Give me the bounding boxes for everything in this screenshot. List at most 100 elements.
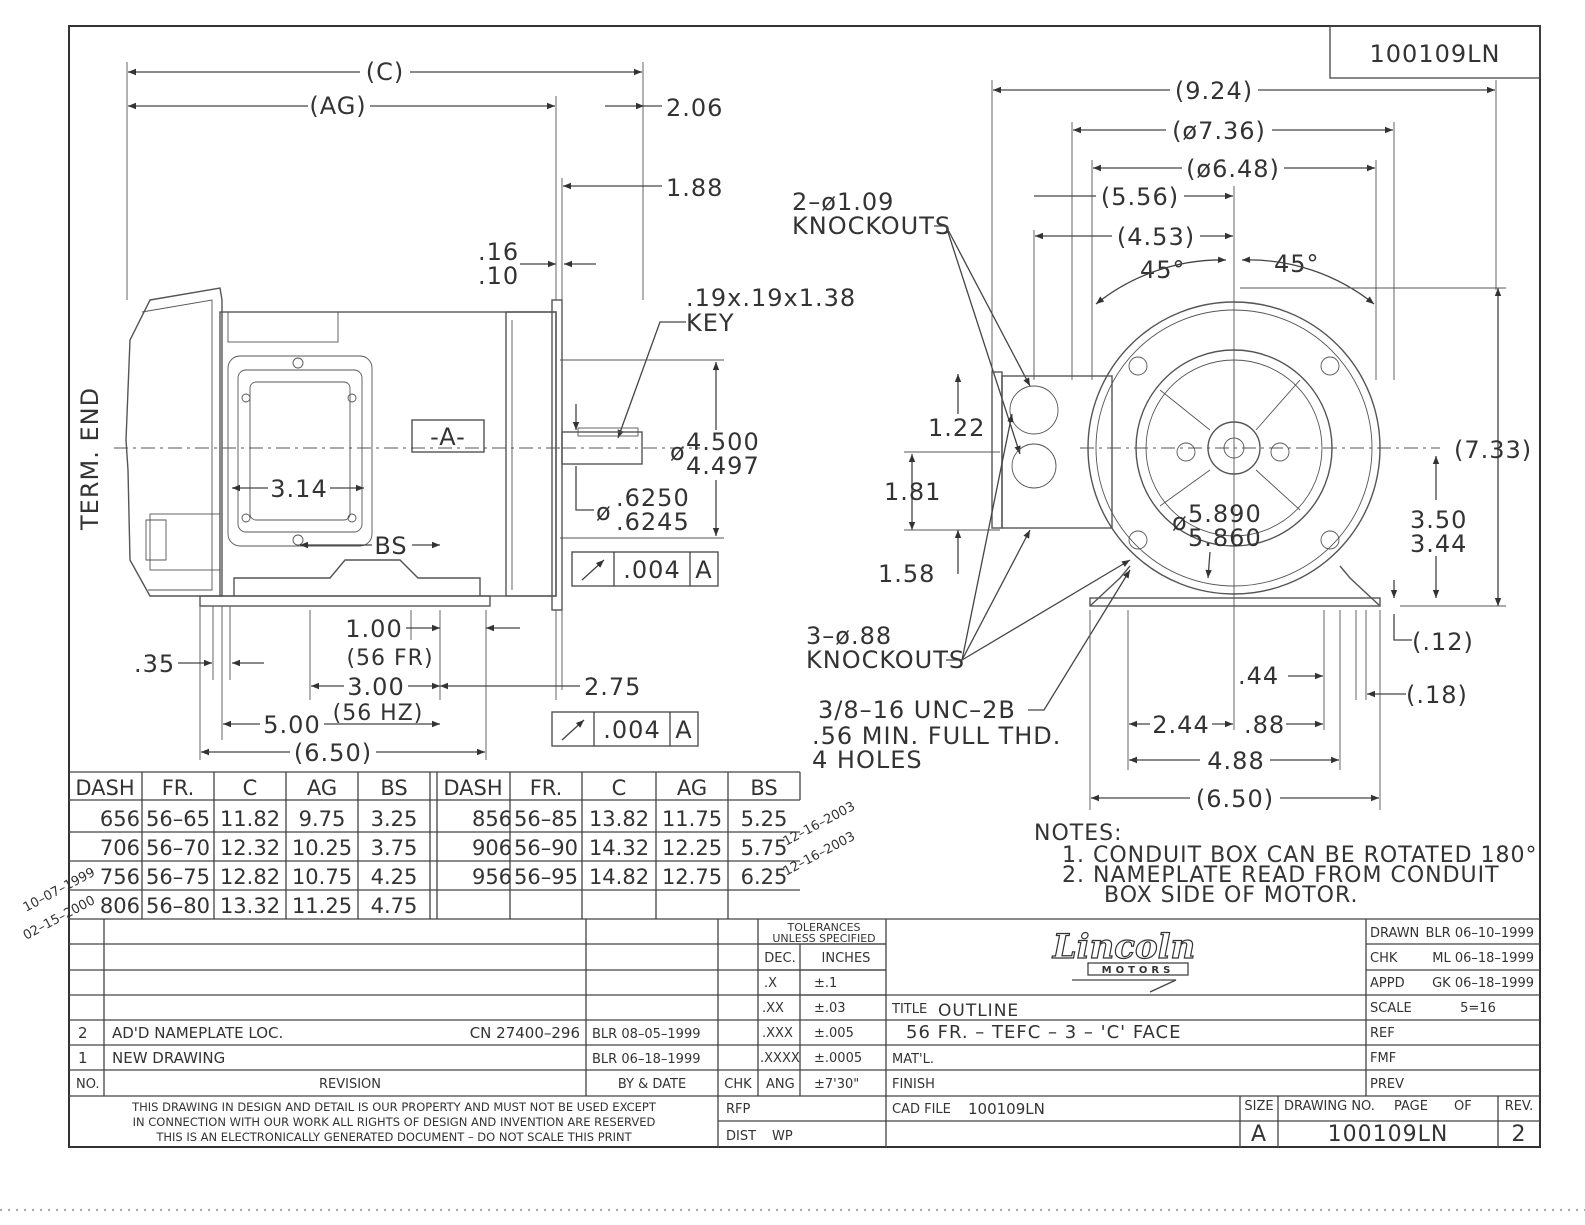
dash-table-cell: 3.25	[371, 807, 418, 831]
dim-dia-7-36: (ø7.36)	[1172, 117, 1266, 145]
rev-value: 2	[1512, 1122, 1527, 1147]
approval-chk-value: ML 06–18–1999	[1432, 951, 1534, 966]
approval-scale-label: SCALE	[1370, 1001, 1412, 1016]
dim-5-00: 5.00	[263, 711, 320, 739]
dash-table-cell: 856	[472, 807, 512, 831]
dim-4-53: (4.53)	[1117, 223, 1195, 251]
dim-ag: (AG)	[309, 92, 366, 120]
note-1: 1. CONDUIT BOX CAN BE ROTATED 180°	[1062, 843, 1538, 868]
dash-table-cell: 806	[100, 894, 140, 918]
dia-symbol-6250: ø	[596, 498, 612, 526]
note-2: 2. NAMEPLATE READ FROM CONDUIT	[1062, 863, 1500, 888]
approval-drawn-label: DRAWN	[1370, 926, 1419, 941]
end-view: (9.24) (ø7.36) (ø6.48) (5.56) (4.53) 2–ø…	[792, 77, 1531, 813]
drawing-number-top: 100109LN	[1370, 40, 1501, 68]
tol-xxx: .XXX	[762, 1026, 793, 1041]
dim-2-75: 2.75	[584, 673, 641, 701]
tol-xx-val: ±.03	[814, 1001, 846, 1016]
knockout-2-label: KNOCKOUTS	[806, 646, 965, 674]
dash-table-cell: 56–90	[514, 836, 578, 860]
dia-symbol-4500: ø	[670, 438, 686, 466]
rev-1-by: BLR 06–18–1999	[592, 1052, 701, 1067]
dim-2-06: 2.06	[666, 94, 723, 122]
dash-table-cell: 10.75	[292, 865, 352, 889]
sheet-border	[68, 25, 1541, 1148]
dash-table-header: C	[243, 776, 258, 800]
dash-table-cell: 3.75	[371, 836, 418, 860]
tol-ang-val: ±7'30"	[814, 1077, 859, 1092]
tol-xxxx: .XXXX	[760, 1051, 800, 1066]
drawing-number-box	[1329, 25, 1541, 79]
dim-0-6245: .6245	[616, 508, 690, 536]
dash-table-cell: 56–80	[146, 894, 210, 918]
tol-x: .X	[764, 976, 777, 991]
dash-table-header: DASH	[443, 776, 502, 800]
dim-1-81: 1.81	[884, 478, 941, 506]
dash-table-cell: 6.25	[741, 865, 788, 889]
note-2-cont: BOX SIDE OF MOTOR.	[1104, 883, 1358, 908]
company-logo: Lincoln	[1052, 927, 1196, 967]
title-block: Lincoln MOTORS TITLE OUTLINE 56 FR. – TE…	[891, 926, 1534, 1147]
dim-0-44: .44	[1238, 662, 1279, 690]
dash-table-cell: 11.25	[292, 894, 352, 918]
rev-label: REV.	[1505, 1099, 1534, 1114]
dash-table-cell: 5.75	[741, 836, 788, 860]
dim-4-88: 4.88	[1207, 747, 1264, 775]
runout-value-1: .004	[623, 556, 680, 584]
dim-0-10: .10	[478, 262, 519, 290]
dim-0-18: (.18)	[1406, 681, 1468, 709]
rev-1-text: NEW DRAWING	[112, 1049, 225, 1067]
approval-drawn-value: BLR 06–10–1999	[1426, 926, 1535, 941]
tol-col-inches: INCHES	[822, 951, 871, 966]
tol-xxx-val: ±.005	[814, 1026, 854, 1041]
dim-1-22: 1.22	[928, 414, 985, 442]
dash-table-cell: 13.32	[220, 894, 280, 918]
dash-table-header: FR.	[162, 776, 195, 800]
rev-header-no: NO.	[76, 1077, 100, 1092]
dim-0-6250: .6250	[616, 484, 690, 512]
dist-label: DIST	[726, 1129, 756, 1144]
tol-xx: .XX	[762, 1001, 784, 1016]
knockout-1-label: KNOCKOUTS	[792, 212, 951, 240]
drawing-no-label: DRAWING NO.	[1284, 1099, 1375, 1114]
revision-block: 2 AD'D NAMEPLATE LOC. CN 27400–296 BLR 0…	[69, 919, 1540, 1147]
dash-table-cell: 756	[100, 865, 140, 889]
dim-3-44: 3.44	[1410, 530, 1467, 558]
tolerances: TOLERANCES UNLESS SPECIFIED DEC. INCHES …	[726, 921, 876, 1144]
dim-4-497: 4.497	[686, 452, 760, 480]
dash-table-header: BS	[750, 776, 777, 800]
tol-x-val: ±.1	[814, 976, 837, 991]
approval-appd-label: APPD	[1370, 976, 1405, 991]
dia-symbol-5890: ø	[1172, 508, 1188, 536]
dash-table-cell: 11.75	[662, 807, 722, 831]
dim-c: (C)	[366, 58, 404, 86]
dim-6-50-side: (6.50)	[294, 739, 372, 767]
title-line-1: OUTLINE	[938, 1001, 1019, 1021]
rev-2-by: BLR 08–05–1999	[592, 1027, 701, 1042]
dash-table-cell: 12.25	[662, 836, 722, 860]
dim-1-00: 1.00	[345, 615, 402, 643]
title-line-2: 56 FR. – TEFC – 3 – 'C' FACE	[906, 1022, 1181, 1043]
notes-heading: NOTES:	[1034, 821, 1123, 846]
cad-file-value: 100109LN	[968, 1100, 1045, 1118]
dash-table-cell: 14.32	[589, 836, 649, 860]
tol-xxxx-val: ±.0005	[814, 1051, 862, 1066]
rev-2-cn: CN 27400–296	[470, 1024, 580, 1042]
dim-0-12: (.12)	[1412, 628, 1474, 656]
matl-label: MAT'L.	[892, 1052, 934, 1067]
runout-datum-2: A	[675, 716, 692, 744]
dash-table-cell: 12.82	[220, 865, 280, 889]
rfp-label: RFP	[726, 1102, 751, 1117]
thread-spec: 3/8–16 UNC–2B	[818, 696, 1016, 724]
size-value: A	[1251, 1122, 1267, 1147]
knockout-2-size: 3–ø.88	[806, 622, 892, 650]
dash-table-cell: 56–95	[514, 865, 578, 889]
tol-ang: ANG	[766, 1077, 795, 1092]
disclaimer-2: IN CONNECTION WITH OUR WORK ALL RIGHTS O…	[133, 1115, 656, 1129]
page-label: PAGE	[1394, 1099, 1428, 1114]
title-label: TITLE	[891, 1002, 927, 1017]
tol-col-dec: DEC.	[764, 951, 795, 966]
dash-table-header: AG	[677, 776, 707, 800]
tol-title-2: UNLESS SPECIFIED	[772, 932, 875, 945]
